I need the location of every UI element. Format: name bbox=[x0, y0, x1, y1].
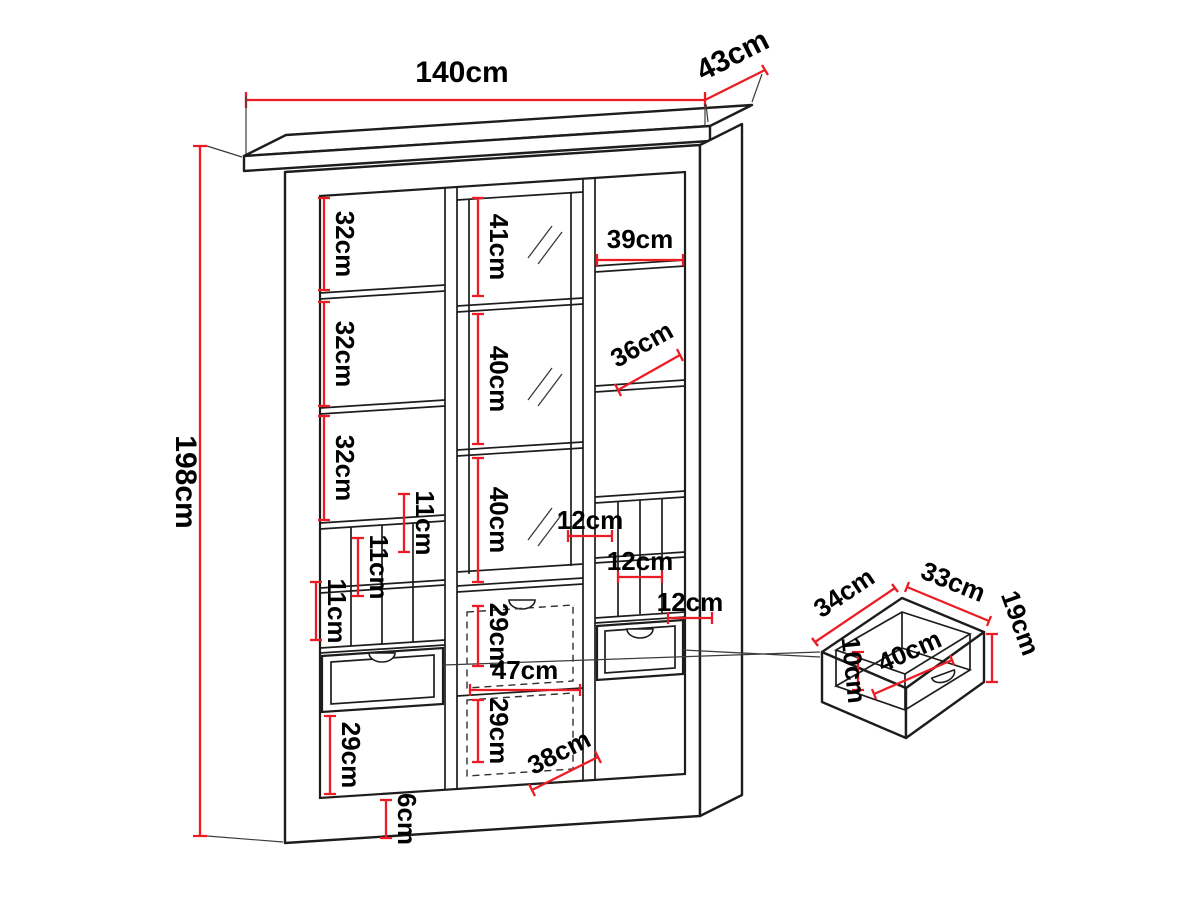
dim-line-height-198 bbox=[193, 144, 207, 838]
label-left-11c: 11cm bbox=[322, 578, 352, 643]
right-drawer-front bbox=[595, 618, 685, 682]
dim-line-left-11b bbox=[352, 536, 364, 598]
drawer-detail bbox=[820, 596, 986, 740]
dim-line-detail-19 bbox=[986, 632, 998, 684]
dim-line-center-38 bbox=[527, 750, 603, 797]
dim-line-left-11c bbox=[310, 580, 322, 642]
label-center-40a: 40cm bbox=[484, 346, 514, 413]
label-height-198: 198cm bbox=[169, 435, 202, 528]
right-shelf-2 bbox=[594, 379, 686, 393]
dim-line-depth-43 bbox=[704, 64, 769, 102]
glass-door-stiles bbox=[468, 192, 572, 574]
dim-line-center-47 bbox=[468, 684, 582, 696]
center-drawer-top-edge bbox=[456, 583, 584, 593]
label-width-140: 140cm bbox=[415, 56, 508, 89]
left-drawer-bevel bbox=[330, 654, 435, 705]
glass-shine-marks bbox=[527, 225, 563, 547]
dim-line-right-12c bbox=[666, 612, 714, 624]
dim-line-detail-40 bbox=[870, 654, 956, 700]
dim-line-plinth-6 bbox=[380, 798, 392, 840]
left-shelf-1 bbox=[319, 284, 446, 300]
glass-door-muntin-1 bbox=[456, 297, 584, 313]
left-column bbox=[319, 284, 446, 714]
dim-line-center-40b bbox=[472, 456, 484, 584]
dim-line-left-29 bbox=[324, 714, 336, 796]
label-detail-10: 10cm bbox=[836, 635, 873, 704]
label-right-12a: 12cm bbox=[557, 505, 624, 535]
label-center-29a: 29cm bbox=[484, 603, 514, 670]
dim-line-right-12b bbox=[616, 571, 664, 583]
dim-line-detail-10 bbox=[852, 650, 864, 692]
dim-line-center-29b bbox=[472, 698, 484, 764]
label-left-32b: 32cm bbox=[330, 321, 360, 388]
label-center-41: 41cm bbox=[484, 214, 514, 281]
dim-line-left-11a bbox=[398, 492, 410, 554]
drawer-inner-corners bbox=[835, 612, 971, 710]
hidden-drawer-box-1 bbox=[466, 604, 574, 689]
label-center-29b: 29cm bbox=[484, 698, 514, 765]
drawer-detail-handle bbox=[930, 668, 956, 684]
dim-line-center-29a bbox=[472, 604, 484, 668]
label-left-32c: 32cm bbox=[330, 435, 360, 502]
frame-divider-right bbox=[582, 178, 596, 781]
cabinet-right-side-panel bbox=[698, 122, 744, 818]
dim-line-center-40a bbox=[472, 312, 484, 446]
left-drawer-handle bbox=[368, 652, 396, 663]
dim-line-left-32b bbox=[318, 300, 330, 408]
label-left-11b: 11cm bbox=[364, 534, 394, 599]
dim-line-right-39 bbox=[595, 254, 685, 266]
left-shelf-2 bbox=[319, 399, 446, 415]
cabinet-top-panel bbox=[242, 124, 712, 173]
dim-line-right-36 bbox=[613, 348, 685, 397]
dim-line-detail-33 bbox=[903, 581, 993, 627]
right-cubby-dividers bbox=[617, 499, 663, 616]
extension-lines bbox=[206, 73, 763, 843]
left-cubby-dividers bbox=[350, 523, 414, 646]
label-left-32a: 32cm bbox=[330, 211, 360, 278]
label-right-39: 39cm bbox=[607, 224, 674, 254]
label-right-12c: 12cm bbox=[657, 587, 724, 617]
label-right-12b: 12cm bbox=[607, 546, 674, 576]
dim-line-detail-34 bbox=[811, 583, 899, 647]
dim-line-center-41 bbox=[472, 196, 484, 298]
left-drawer-front bbox=[320, 646, 445, 714]
frame-divider-left bbox=[444, 187, 458, 790]
extension-lines-overall bbox=[206, 73, 763, 843]
glass-door-muntin-2 bbox=[456, 441, 584, 457]
cabinet-interior-frame bbox=[318, 170, 687, 800]
right-column bbox=[594, 259, 686, 682]
dim-line-right-12a bbox=[566, 530, 614, 542]
label-left-29: 29cm bbox=[336, 722, 366, 789]
right-drawer-handle bbox=[626, 628, 654, 639]
dimension-lines bbox=[193, 64, 998, 840]
dim-line-left-32c bbox=[318, 414, 330, 522]
cabinet-drawing bbox=[242, 103, 821, 845]
drawer-pointer-lines bbox=[442, 649, 821, 666]
drawer-rim bbox=[820, 596, 986, 690]
label-plinth-6: 6cm bbox=[392, 793, 422, 845]
dim-line-left-32a bbox=[318, 196, 330, 292]
center-drawer-handle bbox=[508, 599, 536, 610]
label-center-47: 47cm bbox=[492, 655, 559, 685]
center-column bbox=[456, 191, 584, 777]
label-center-40b: 40cm bbox=[484, 487, 514, 554]
label-left-11a: 11cm bbox=[410, 490, 440, 555]
